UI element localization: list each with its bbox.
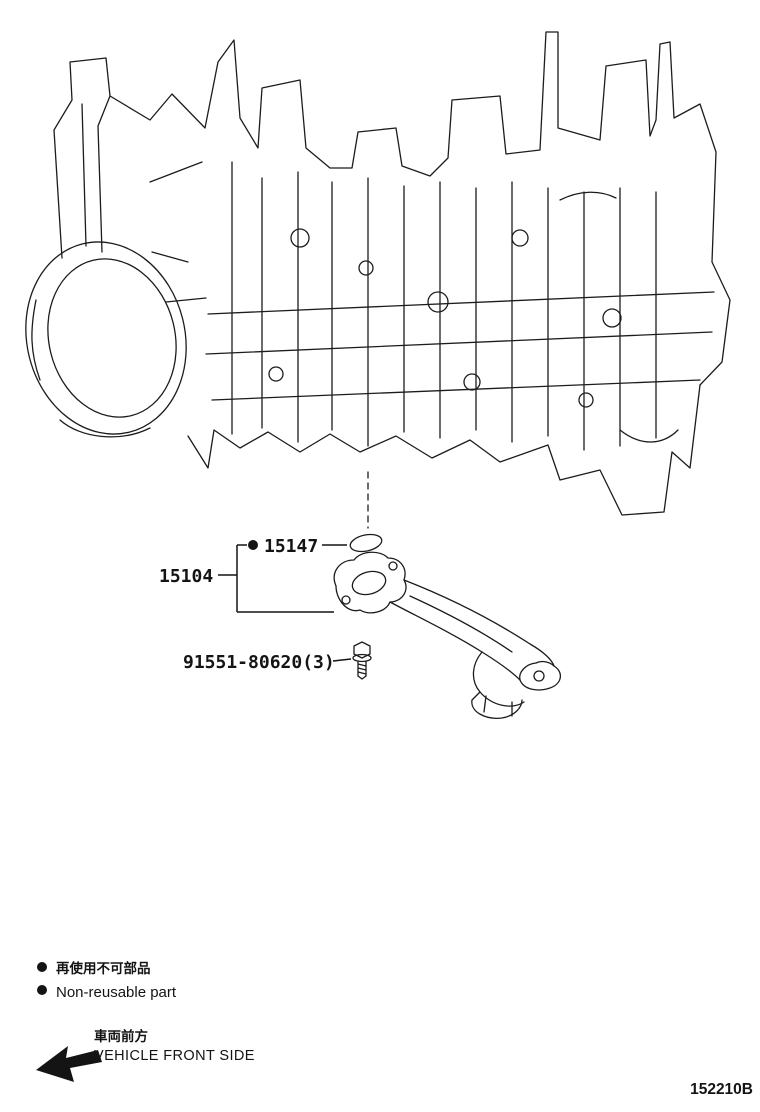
engine-line-art [25, 31, 731, 516]
front-direction-arrow-icon [36, 1046, 102, 1082]
part-label-bolt[interactable]: 91551-80620(3) [183, 652, 335, 673]
legend: 再使用不可部品 Non-reusable part [37, 960, 177, 1001]
legend-text-en: Non-reusable part [56, 984, 177, 1001]
non-reusable-dot-icon [37, 985, 47, 995]
part-label-gasket[interactable]: 15147 [264, 536, 318, 557]
bolt-drawing [352, 641, 372, 680]
non-reusable-dot-icon [248, 540, 258, 550]
legend-text-jp: 再使用不可部品 [56, 960, 151, 977]
callout-leader-lines [218, 544, 352, 662]
gasket-drawing [349, 533, 383, 553]
vehicle-front-indicator: 車両前方 VEHICLE FRONT SIDE [36, 1028, 255, 1082]
oil-strainer-drawing [333, 551, 561, 719]
non-reusable-dot-icon [37, 962, 47, 972]
direction-text-jp: 車両前方 [94, 1028, 148, 1045]
direction-text-en: VEHICLE FRONT SIDE [94, 1048, 255, 1064]
figure-code: 152210B [690, 1081, 753, 1098]
part-label-strainer[interactable]: 15104 [159, 566, 213, 587]
